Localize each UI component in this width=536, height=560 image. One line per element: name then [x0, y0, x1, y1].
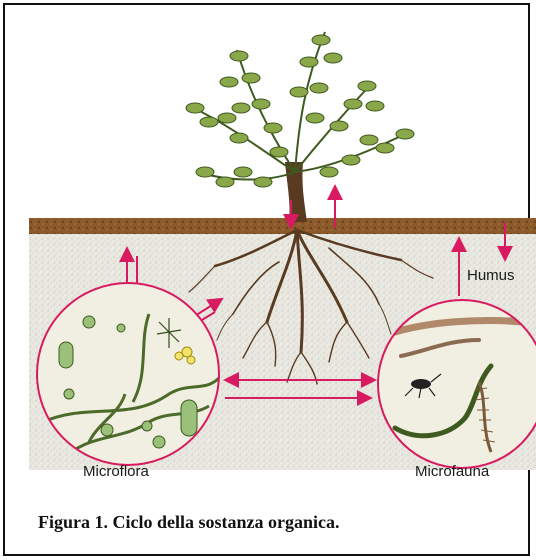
humus-label: Humus	[467, 267, 515, 284]
figure-frame: Humus Microflora Microfauna Figura 1. Ci…	[3, 3, 530, 556]
microfauna-circle	[378, 300, 536, 468]
figure-caption: Figura 1. Ciclo della sostanza organica.	[38, 512, 339, 533]
microfauna-label: Microfauna	[415, 463, 489, 480]
organic-cycle-illustration	[29, 22, 536, 494]
topsoil-strip	[29, 218, 536, 234]
microflora-label: Microflora	[83, 463, 149, 480]
microflora-circle	[37, 283, 219, 465]
